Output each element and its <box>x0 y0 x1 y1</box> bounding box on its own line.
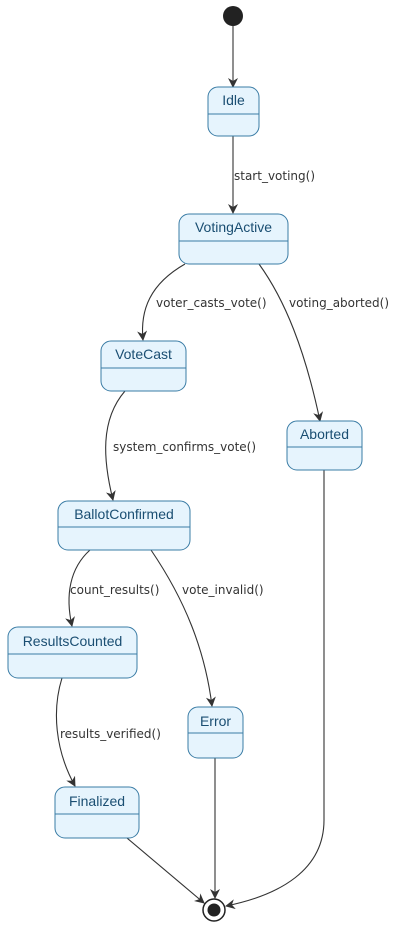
state-idle: Idle <box>207 86 260 137</box>
edge-label-system-confirms-vote: system_confirms_vote() <box>113 440 256 454</box>
state-label-error: Error <box>200 713 231 729</box>
state-finalized: Finalized <box>54 786 140 839</box>
transition-aborted-to-final <box>225 470 325 910</box>
initial-state <box>223 6 243 26</box>
transition-voting-aborted: voting_aborted() <box>258 263 389 422</box>
state-results-counted: ResultsCounted <box>7 626 138 679</box>
state-error: Error <box>187 706 244 759</box>
state-voting-active: VotingActive <box>178 213 289 265</box>
state-label-ballot-confirmed: BallotConfirmed <box>74 506 174 522</box>
state-label-aborted: Aborted <box>300 426 349 442</box>
state-label-finalized: Finalized <box>69 793 125 809</box>
transition-system-confirms-vote: system_confirms_vote() <box>105 390 256 501</box>
state-label-idle: Idle <box>222 92 245 108</box>
state-aborted: Aborted <box>286 420 363 471</box>
edge-label-start-voting: start_voting() <box>234 169 315 183</box>
edge-label-vote-invalid: vote_invalid() <box>182 583 264 597</box>
transition-vote-invalid: vote_invalid() <box>150 549 264 707</box>
state-vote-cast: VoteCast <box>100 340 187 392</box>
state-label-voting-active: VotingActive <box>195 219 272 235</box>
state-ballot-confirmed: BallotConfirmed <box>57 500 191 551</box>
edge-label-voting-aborted: voting_aborted() <box>289 296 389 310</box>
edge-label-count-results: count_results() <box>70 583 159 597</box>
edge-label-results-verified: results_verified() <box>60 727 161 741</box>
transition-voter-casts-vote: voter_casts_vote() <box>137 263 267 341</box>
edge-label-voter-casts-vote: voter_casts_vote() <box>156 296 267 310</box>
transition-count-results: count_results() <box>65 549 159 627</box>
state-label-vote-cast: VoteCast <box>115 346 172 362</box>
transition-idle-to-voting-active: start_voting() <box>228 136 315 214</box>
final-state <box>202 898 226 922</box>
state-label-results-counted: ResultsCounted <box>23 633 123 649</box>
transition-finalized-to-final <box>126 837 205 904</box>
transition-results-verified: results_verified() <box>55 677 161 787</box>
